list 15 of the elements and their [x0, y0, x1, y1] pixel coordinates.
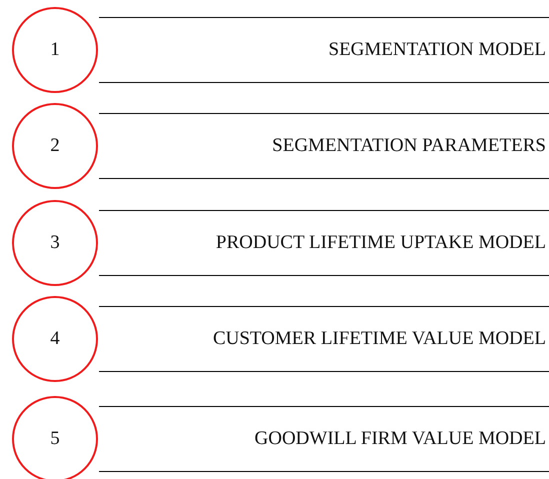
model-title: CUSTOMER LIFETIME VALUE MODEL: [212, 328, 547, 350]
step-number: 2: [50, 135, 60, 157]
model-band: [99, 406, 549, 472]
model-band: [99, 113, 549, 179]
model-title: GOODWILL FIRM VALUE MODEL: [254, 428, 547, 450]
step-number: 5: [50, 428, 60, 450]
model-title: PRODUCT LIFETIME UPTAKE MODEL: [216, 232, 547, 254]
step-number: 4: [50, 328, 60, 350]
model-band: [99, 210, 549, 276]
model-band: [99, 17, 549, 83]
step-number: 1: [50, 39, 60, 61]
model-title: SEGMENTATION PARAMETERS: [272, 135, 547, 157]
step-number: 3: [50, 232, 60, 254]
model-title: SEGMENTATION MODEL: [328, 39, 547, 61]
model-band: [99, 306, 549, 372]
